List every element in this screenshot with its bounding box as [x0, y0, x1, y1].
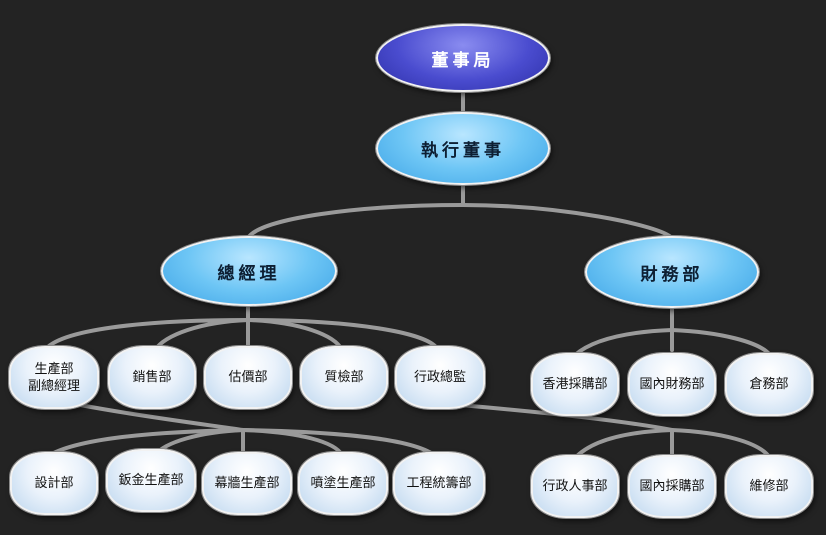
link-admin-hr [573, 428, 674, 460]
node-board[interactable]: 董事局 [376, 24, 550, 92]
node-label: 執行董事 [421, 141, 505, 161]
link-gm-sales [153, 318, 250, 352]
node-hk-procurement[interactable]: 香港採購部 [531, 353, 619, 416]
node-domestic-finance[interactable]: 國內財務部 [628, 353, 716, 416]
node-label: 香港採購部 [542, 377, 608, 392]
node-label: 工程統籌部 [406, 476, 472, 491]
node-label: 行政人事部 [542, 479, 608, 494]
node-domestic-procurement[interactable]: 國內採購部 [628, 455, 716, 518]
node-label: 幕牆生產部 [214, 476, 280, 491]
node-label: 估價部 [228, 370, 268, 385]
node-label: 銷售部 [132, 370, 172, 385]
node-label: 總經理 [217, 263, 281, 284]
node-sales[interactable]: 銷售部 [108, 346, 196, 409]
node-label: 國內財務部 [639, 377, 705, 392]
node-administration-director[interactable]: 行政總監 [395, 346, 485, 409]
link-gm-production [43, 318, 250, 352]
link-finance-warehouse [670, 328, 772, 357]
node-label: 維修部 [749, 479, 789, 494]
node-warehouse[interactable]: 倉務部 [725, 353, 813, 416]
link-admin-maintenance [670, 428, 772, 460]
node-label: 倉務部 [749, 377, 789, 392]
link-executive-finance [461, 203, 674, 240]
node-production-deputy-gm[interactable]: 生產部 副總經理 [9, 346, 99, 409]
node-engineering-coordination[interactable]: 工程統籌部 [393, 452, 485, 515]
link-admin-branch [458, 403, 674, 432]
link-executive-gm [246, 203, 465, 240]
node-design[interactable]: 設計部 [10, 452, 98, 515]
node-label: 鈑金生產部 [118, 473, 184, 488]
node-estimating[interactable]: 估價部 [204, 346, 292, 409]
node-maintenance[interactable]: 維修部 [725, 455, 813, 518]
node-label: 董事局 [431, 50, 495, 71]
node-curtain-wall-production[interactable]: 幕牆生產部 [202, 452, 292, 515]
node-label: 財務部 [640, 264, 704, 285]
link-production-design [43, 428, 245, 460]
link-gm-admin [246, 318, 440, 352]
node-quality-inspection[interactable]: 質檢部 [300, 346, 388, 409]
node-label: 行政總監 [413, 370, 466, 385]
link-production-branch [78, 403, 245, 432]
link-production-engineering [241, 428, 440, 460]
link-finance-hk [573, 328, 674, 357]
node-sheet-metal-production[interactable]: 鈑金生產部 [106, 449, 196, 512]
node-finance-department[interactable]: 財務部 [585, 236, 759, 308]
node-label: 質檢部 [324, 370, 364, 385]
node-executive-director[interactable]: 執行董事 [376, 112, 550, 185]
node-admin-hr[interactable]: 行政人事部 [531, 455, 619, 518]
node-label: 設計部 [34, 476, 74, 491]
node-label: 生產部 副總經理 [27, 361, 80, 394]
node-spray-painting-production[interactable]: 噴塗生產部 [298, 452, 388, 515]
node-label: 噴塗生產部 [310, 476, 376, 491]
node-label: 國內採購部 [639, 479, 705, 494]
node-general-manager[interactable]: 總經理 [161, 236, 337, 306]
